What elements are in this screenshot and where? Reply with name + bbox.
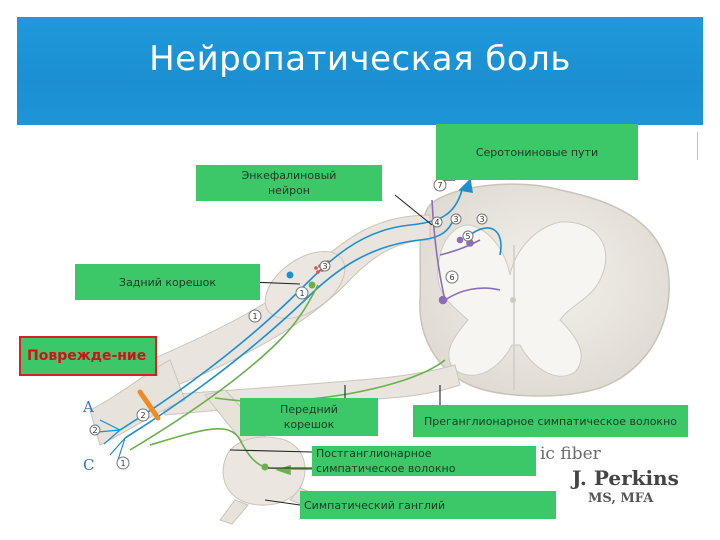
marker-6: 6 <box>445 270 459 284</box>
marker-1b: 1 <box>248 309 262 323</box>
marker-2b: 2 <box>89 424 101 436</box>
svg-text:4: 4 <box>434 218 439 227</box>
label-enkephalin-text: Энкефалиновый нейрон <box>241 169 337 197</box>
marker-3b: 3 <box>476 213 488 225</box>
slide-title: Нейропатическая боль <box>149 39 571 79</box>
edge-tick <box>697 132 701 160</box>
callout-markers: 7 4 3 3 5 6 3 1 1 2 2 1 <box>89 178 488 470</box>
label-dorsal-root-text: Задний корешок <box>119 275 216 289</box>
svg-text:7: 7 <box>437 181 442 190</box>
marker-7: 7 <box>433 178 447 192</box>
sympathetic-ganglion <box>222 436 306 506</box>
marker-4: 4 <box>431 216 443 228</box>
marker-1c: 1 <box>116 456 130 470</box>
svg-text:2: 2 <box>140 411 145 420</box>
signature-credentials: MS, MFA <box>588 491 654 506</box>
svg-text:3: 3 <box>453 215 458 224</box>
peripheral-endings <box>97 419 126 461</box>
marker-2a: 2 <box>136 408 150 422</box>
title-bar: Нейропатическая боль <box>17 17 703 125</box>
svg-text:1: 1 <box>252 312 257 321</box>
marker-1a: 1 <box>295 286 309 300</box>
svg-text:1: 1 <box>120 459 125 468</box>
label-serotonin-pathways: Серотониновые пути <box>436 124 638 180</box>
marker-3a: 3 <box>450 213 462 225</box>
label-enkephalin-neuron: Энкефалиновый нейрон <box>196 165 382 201</box>
label-dorsal-root: Задний корешок <box>75 264 260 300</box>
label-damage-text: Поврежде-ние <box>27 348 147 364</box>
svg-text:3: 3 <box>479 215 484 224</box>
letter-a: A <box>83 398 94 416</box>
grey-matter <box>437 221 607 377</box>
serotonin-pathways <box>431 199 501 305</box>
svg-text:6: 6 <box>449 273 454 282</box>
injury-marker <box>137 389 161 421</box>
label-sympathetic-ganglion: Симпатический ганглий <box>300 491 556 519</box>
label-preganglionic-fiber: Преганглионарное симпатическое волокно <box>413 405 688 437</box>
svg-text:1: 1 <box>299 289 304 298</box>
label-anterior-root: Передний корешок <box>240 398 378 436</box>
spinal-nerve <box>89 359 186 446</box>
label-serotonin-text: Серотониновые пути <box>475 145 599 159</box>
label-damage: Поврежде-ние <box>19 336 157 376</box>
label-anterior-root-text: Передний корешок <box>280 403 338 431</box>
svg-text:3: 3 <box>322 262 327 271</box>
fiber-fragment-text: ic fiber <box>540 444 601 464</box>
marker-5: 5 <box>462 230 474 242</box>
label-sympathetic-ganglion-text: Симпатический ганглий <box>304 498 446 512</box>
label-postganglionic-text: Постганглионарное симпатическое волокно <box>316 447 456 475</box>
label-postganglionic-fiber: Постганглионарное симпатическое волокно <box>312 446 536 476</box>
label-preganglionic-text: Преганглионарное симпатическое волокно <box>424 414 677 428</box>
svg-text:5: 5 <box>465 232 470 241</box>
letter-c: C <box>83 456 95 474</box>
svg-text:2: 2 <box>92 426 97 435</box>
signature-name: J. Perkins <box>572 466 679 490</box>
marker-3c: 3 <box>319 260 331 272</box>
